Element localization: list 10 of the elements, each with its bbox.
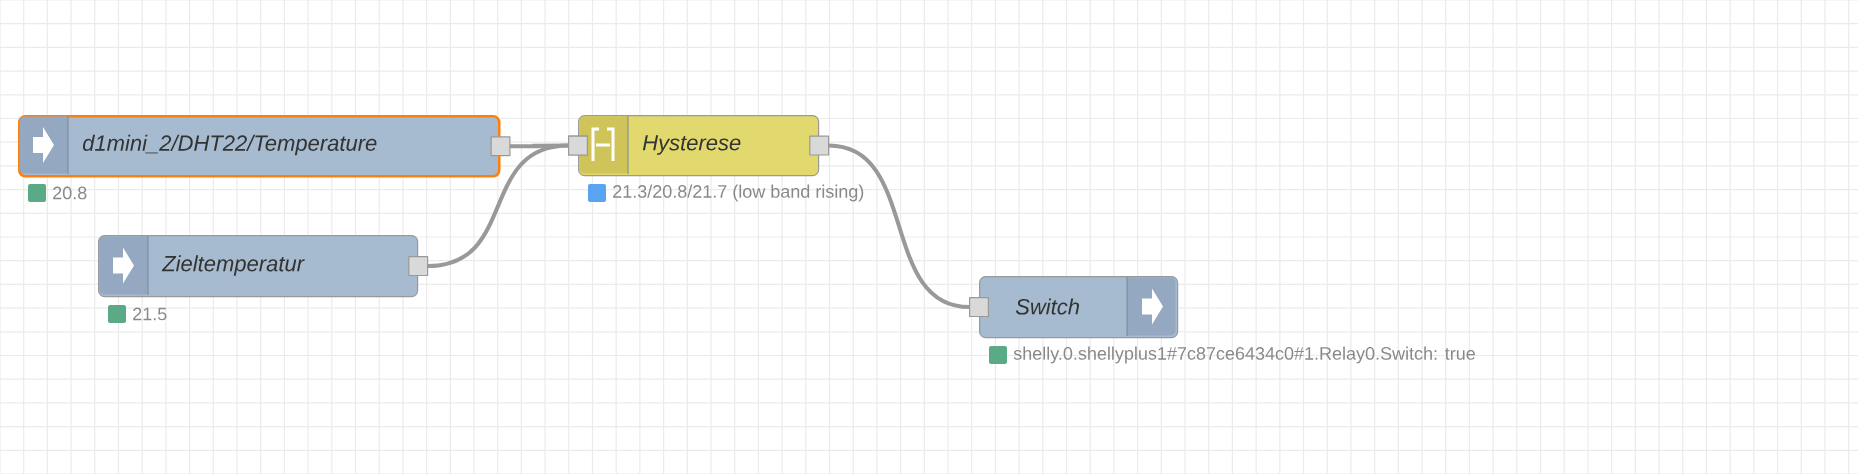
status-text: 21.5: [133, 307, 167, 321]
status-text: 20.8: [53, 186, 87, 200]
flow-node: d1mini_2/DHT22/Temperature: [18, 115, 501, 178]
status-text: shelly.0.shellyplus1#7c87ce6434c0#1.Relay0.Switch: true: [1013, 346, 1475, 364]
connector-wire: [809, 135, 989, 318]
flow-node: Switch: [979, 276, 1179, 339]
connector-wire: [408, 135, 588, 277]
flow-node: Hysterese: [578, 115, 820, 177]
flow-node: Zieltemperatur: [98, 235, 419, 298]
status-text: 21.3/20.8/21.7 (low band rising): [613, 184, 864, 202]
